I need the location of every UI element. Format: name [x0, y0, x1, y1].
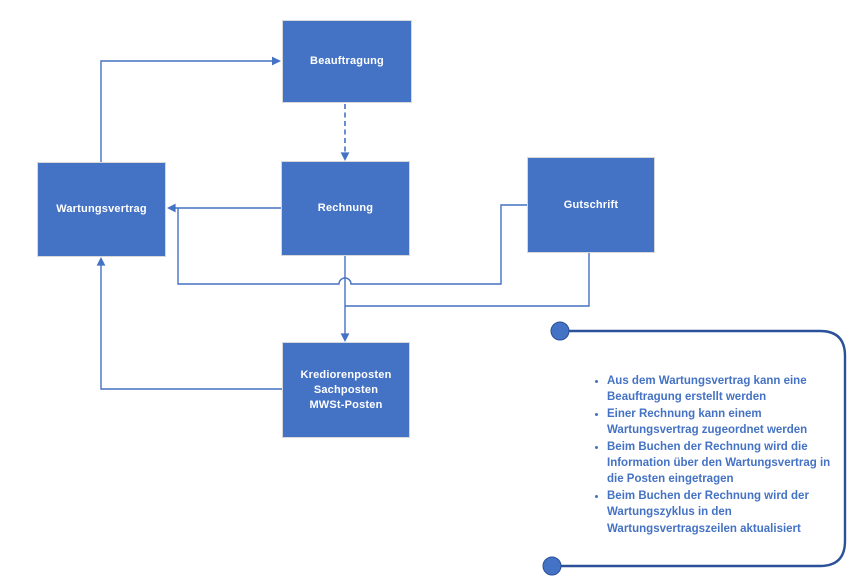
- arrowhead-into-wartungsvertrag-bottom: [96, 257, 106, 266]
- node-gutschrift: Gutschrift: [527, 157, 655, 253]
- node-posten-line-3: MWSt-Posten: [309, 398, 383, 411]
- callout-dot-top: [550, 321, 570, 341]
- node-wartungsvertrag-label: Wartungsvertrag: [56, 203, 147, 215]
- arrowhead-into-beauftragung: [272, 56, 281, 66]
- node-posten-label: Krediorenposten Sachposten MWSt-Posten: [300, 368, 391, 413]
- node-beauftragung: Beauftragung: [282, 20, 412, 103]
- callout-bullet-item: Einer Rechnung kann einem Wartungsvertra…: [607, 406, 845, 439]
- callout-bullet-item: Aus dem Wartungsvertrag kann eine Beauft…: [607, 373, 845, 406]
- connector-posten-to-wartungsvertrag: [100, 265, 282, 390]
- connector-gutschrift-to-posten: [345, 253, 590, 307]
- callout-bullet-list: Aus dem Wartungsvertrag kann eine Beauft…: [584, 373, 845, 537]
- node-gutschrift-label: Gutschrift: [563, 198, 619, 211]
- node-posten-line-2: Sachposten: [313, 383, 379, 396]
- arrowhead-into-rechnung: [340, 152, 350, 161]
- callout-bullet-item: Beim Buchen der Rechnung wird der Wartun…: [607, 488, 845, 537]
- node-posten-line-1: Krediorenposten: [300, 368, 392, 381]
- node-beauftragung-label: Beauftragung: [310, 55, 384, 67]
- node-rechnung: Rechnung: [281, 161, 410, 256]
- node-rechnung-label: Rechnung: [317, 202, 374, 214]
- callout-dot-bottom: [542, 556, 562, 576]
- callout-bullet-item: Beim Buchen der Rechnung wird die Inform…: [607, 439, 845, 488]
- arrowhead-into-posten: [340, 333, 350, 342]
- node-posten: Krediorenposten Sachposten MWSt-Posten: [282, 342, 410, 438]
- connector-gutschrift-to-wartungsvertrag: [177, 204, 527, 285]
- node-wartungsvertrag: Wartungsvertrag: [37, 162, 166, 257]
- connector-wartungsvertrag-to-beauftragung: [100, 60, 273, 162]
- arrowhead-into-wartungsvertrag-right: [167, 203, 176, 213]
- callout-bracket: [560, 329, 847, 568]
